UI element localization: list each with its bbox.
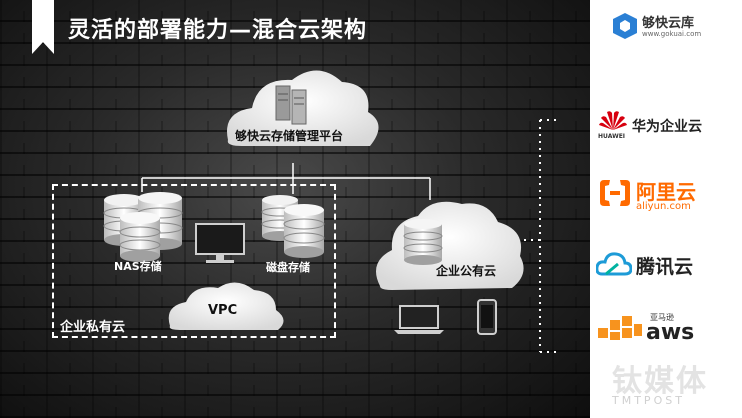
aliyun-bracket-icon [600,180,630,206]
bookmark-icon [32,0,54,54]
huawei-mark: HUAWEI [598,133,626,140]
gokuai-cube-icon [613,13,637,39]
platform-label: 够快云存储管理平台 [235,129,344,143]
vpc-label: VPC [208,303,238,318]
watermark-main: 钛媒体 [612,364,708,399]
huawei-name: 华为企业云 [632,119,702,135]
huawei-logo: HUAWEI 华为企业云 [596,108,736,144]
private-cloud-boundary [52,184,336,338]
watermark-sub: TMTPOST [612,394,685,407]
provider-sidebar [590,0,742,418]
tencent-cloud-icon [596,252,632,276]
slide-title: 灵活的部署能力—混合云架构 [68,18,368,43]
nas-storage-icon [103,192,183,262]
aliyun-name: 阿里云 [636,180,696,204]
aws-logo: 亚马逊 aws [596,312,736,346]
server-icon [275,85,307,125]
disk-storage-label: 磁盘存储 [266,261,310,274]
gokuai-logo: 够快云库 www.gokuai.com [612,10,732,42]
provider-dotted-bracket [510,119,560,353]
disk-storage-icon [261,195,325,258]
aws-chinese-label: 亚马逊 [650,313,674,322]
aws-name: aws [646,320,695,345]
aliyun-domain: aliyun.com [636,201,691,212]
monitor-icon [195,223,245,263]
private-cloud-label: 企业私有云 [60,320,126,335]
huawei-petal-icon [599,111,627,130]
gokuai-url: www.gokuai.com [642,30,702,38]
tencent-logo: 腾讯云 [596,248,736,284]
tencent-name: 腾讯云 [636,256,694,278]
aliyun-logo: 阿里云 aliyun.com [598,176,738,216]
laptop-icon [394,305,444,334]
gokuai-name: 够快云库 [642,16,695,31]
public-storage-icon [403,219,443,265]
nas-storage-label: NAS存储 [114,260,162,273]
aws-boxes-icon [598,316,642,340]
public-cloud-label: 企业公有云 [436,264,497,278]
vpc-cloud [168,282,284,330]
phone-icon [477,299,497,335]
